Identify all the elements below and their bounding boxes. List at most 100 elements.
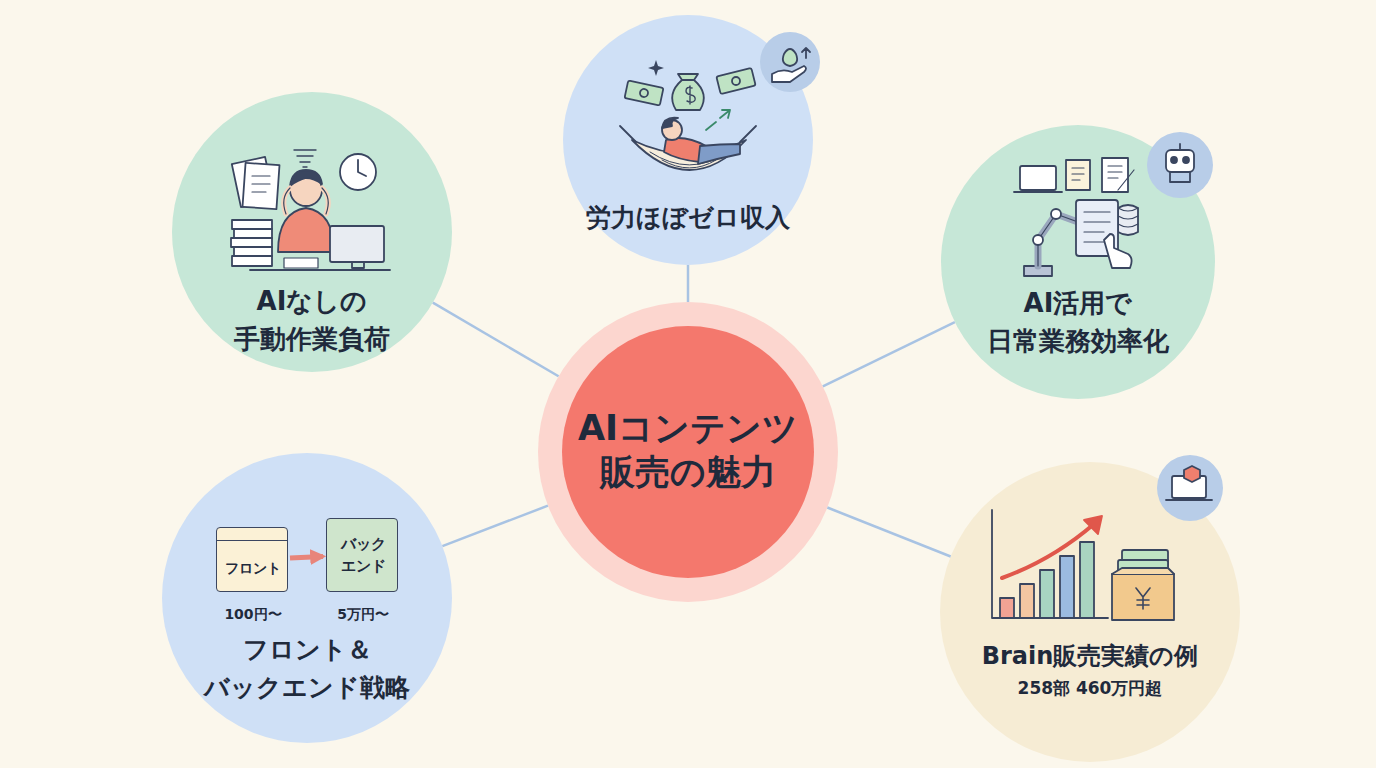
- stress-illustration: [290, 170, 322, 186]
- hammock-illustration: [706, 110, 730, 130]
- automation-illustration: [1108, 166, 1134, 190]
- automation-illustration: [1104, 234, 1132, 268]
- sales-illustration: [1020, 584, 1034, 618]
- connector-line: [687, 265, 690, 302]
- sales-illustration: [1166, 499, 1212, 501]
- result-circle: Brain販売実績の例 258部 460万円超: [940, 462, 1240, 762]
- sales-illustration: [1112, 574, 1174, 620]
- node-label: フロント: [217, 558, 289, 578]
- stress-illustration: [284, 258, 318, 268]
- hammock-illustration: [672, 74, 704, 110]
- hammock-illustration: [639, 88, 648, 97]
- stress-illustration: [234, 229, 272, 238]
- connector-line: [433, 303, 559, 377]
- circle-outline: [941, 125, 1215, 399]
- automation-illustration: [1038, 214, 1078, 266]
- connector-line: [827, 507, 950, 556]
- benefit-circle: 労力ほぼゼロ収入: [563, 15, 813, 265]
- circle-fill: [941, 125, 1215, 399]
- window-dots: [232, 532, 236, 536]
- stress-illustration: [278, 208, 334, 252]
- node-label: 労力ほぼゼロ収入: [578, 202, 798, 234]
- window-title-bar: [217, 540, 287, 541]
- automation-illustration: [1166, 150, 1194, 172]
- node-label: バック エンド: [327, 533, 399, 577]
- automation-illustration: [1102, 158, 1128, 192]
- automation-illustration: [1033, 235, 1043, 245]
- window-dots: [220, 532, 236, 536]
- automation-illustration: [1118, 208, 1138, 227]
- hammock-illustration: [662, 118, 678, 128]
- circle-fill: [162, 453, 452, 743]
- sales-illustration: [992, 455, 1223, 620]
- hammock-illustration: [625, 80, 664, 105]
- stress-illustration: [330, 226, 384, 262]
- automation-illustration: [1084, 212, 1110, 242]
- sales-illustration: [1136, 588, 1150, 609]
- hammock-illustration: [662, 120, 682, 140]
- stress-illustration: [232, 220, 272, 229]
- node-label: AIなしの 手動作業負荷: [212, 282, 412, 358]
- automation-illustration: [1066, 160, 1090, 190]
- sales-illustration: [1084, 516, 1102, 534]
- strategy-circle: フロント＆ バックエンド戦略フロント100円〜バック エンド5万円〜: [162, 453, 452, 743]
- front-box: フロント100円〜: [216, 527, 288, 592]
- sales-illustration: [1184, 466, 1200, 482]
- circle-fill: [940, 462, 1240, 762]
- window-dots: [226, 532, 230, 536]
- node-label: Brain販売実績の例: [960, 641, 1220, 671]
- hammock-illustration: [620, 32, 820, 170]
- circle-outline: [940, 462, 1240, 762]
- node-label: フロント＆ バックエンド戦略: [187, 631, 427, 707]
- hammock-illustration: [802, 48, 810, 58]
- node-label: AI活用で 日常業務効率化: [968, 284, 1188, 360]
- sales-illustration: [1002, 524, 1094, 578]
- stress-illustration: [294, 150, 316, 167]
- sales-illustration: [992, 510, 1108, 618]
- automation-illustration: [1014, 191, 1062, 193]
- connector-line: [442, 506, 548, 546]
- stress-illustration: [232, 157, 274, 207]
- automation-illustration: [1014, 132, 1213, 276]
- hammock-illustration: [686, 86, 695, 104]
- node-sublabel: 100円〜: [193, 605, 313, 623]
- automation-illustration: [1183, 157, 1189, 163]
- stress-illustration: [284, 188, 329, 214]
- stress-illustration: [340, 154, 376, 190]
- halo-ring: [538, 302, 838, 602]
- hammock-illustration: [648, 60, 664, 76]
- stress-illustration: [232, 256, 272, 266]
- stress-illustration: [290, 174, 322, 206]
- sales-illustration: [1122, 550, 1168, 568]
- sales-illustration: [1080, 542, 1094, 618]
- hammock-illustration: [632, 140, 746, 170]
- automation-illustration: [1118, 205, 1138, 235]
- stress-illustration: [234, 247, 272, 256]
- sales-illustration: [1040, 570, 1054, 618]
- automation-illustration: [1051, 209, 1061, 219]
- hammock-illustration: [620, 126, 756, 142]
- central-circle: AIコンテンツ 販売の魅力: [538, 302, 838, 602]
- hammock-illustration: [716, 68, 755, 94]
- sales-illustration: [1172, 476, 1206, 498]
- stress-illustration: [252, 176, 270, 192]
- node-sublabel: 258部 460万円超: [960, 677, 1220, 699]
- circle-fill: [562, 326, 814, 578]
- automation-illustration: [1170, 144, 1190, 182]
- hammock-illustration: [650, 152, 728, 168]
- automation-illustration: [1024, 266, 1052, 276]
- sales-illustration: [1157, 455, 1223, 521]
- hammock-illustration: [760, 32, 820, 92]
- hammock-illustration: [698, 144, 740, 164]
- sales-illustration: [1000, 598, 1014, 618]
- problem-circle: AIなしの 手動作業負荷: [172, 92, 452, 372]
- sales-illustration: [1060, 556, 1074, 618]
- connector-line: [823, 322, 955, 386]
- window-dots: [220, 532, 224, 536]
- hammock-illustration: [664, 138, 706, 162]
- stress-illustration: [231, 150, 390, 270]
- automation-illustration: [1020, 166, 1056, 190]
